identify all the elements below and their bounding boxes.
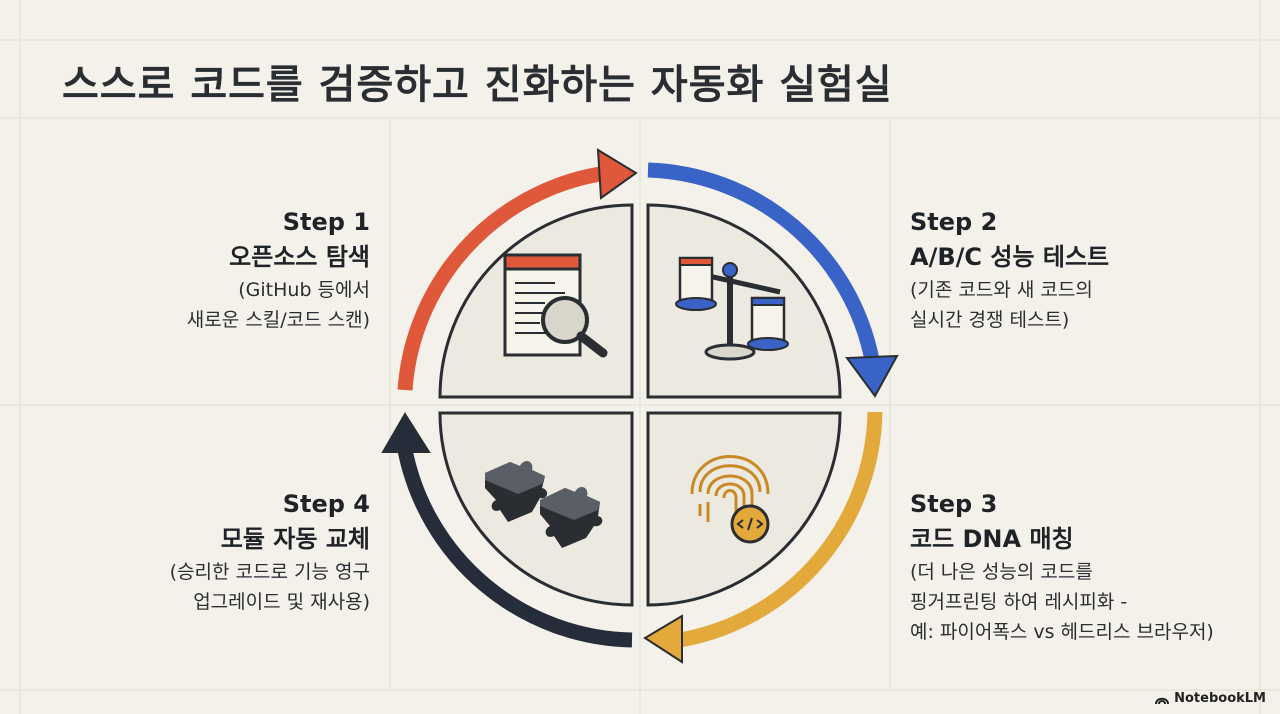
step-3-desc-line: 핑거프린팅 하여 레시피화 - bbox=[910, 591, 1128, 613]
step-2-block: Step 2 A/B/C 성능 테스트 (기존 코드와 새 코드의 실시간 경쟁… bbox=[910, 205, 1109, 335]
step-4-desc-line: (승리한 코드로 기능 영구 bbox=[169, 561, 370, 583]
quadrant-step4 bbox=[438, 411, 634, 607]
step-4-desc-line: 업그레이드 및 재사용) bbox=[193, 591, 370, 613]
step-1-desc-line: 새로운 스킬/코드 스캔) bbox=[186, 309, 370, 331]
branding-label: NotebookLM bbox=[1174, 691, 1266, 706]
arrow-step4 bbox=[397, 448, 633, 648]
step-2-desc-line: (기존 코드와 새 코드의 bbox=[910, 279, 1093, 301]
magnifier-document-icon bbox=[503, 253, 608, 358]
arrow-head-step1 bbox=[596, 148, 638, 200]
step-1-block: Step 1 오픈소스 탐색 (GitHub 등에서 새로운 스킬/코드 스캔) bbox=[187, 205, 370, 335]
quadrant-step2 bbox=[646, 203, 842, 399]
arrow-head-step2 bbox=[845, 354, 899, 398]
step-1-number: Step 1 bbox=[282, 208, 370, 236]
step-2-desc-line: 실시간 경쟁 테스트) bbox=[910, 309, 1070, 331]
arrow-head-step4 bbox=[381, 412, 431, 453]
step-1-name: 오픈소스 탐색 bbox=[229, 243, 370, 271]
fingerprint-code-icon bbox=[690, 455, 770, 544]
arrow-step3 bbox=[678, 411, 883, 648]
step-4-name: 모듈 자동 교체 bbox=[220, 525, 370, 553]
step-3-block: Step 3 코드 DNA 매칭 (더 나은 성능의 코드를 핑거프린팅 하여 … bbox=[910, 487, 1214, 647]
step-3-name: 코드 DNA 매칭 bbox=[910, 525, 1074, 553]
arrow-head-step3 bbox=[643, 614, 683, 664]
balance-scale-icon bbox=[675, 256, 789, 361]
arrow-step1 bbox=[397, 166, 602, 391]
step-2-name: A/B/C 성능 테스트 bbox=[910, 243, 1110, 271]
step-3-desc-line: 예: 파이어폭스 vs 헤드리스 브라우저) bbox=[910, 621, 1214, 643]
arrow-step2 bbox=[647, 162, 880, 362]
step-3-desc-line: (더 나은 성능의 코드를 bbox=[910, 561, 1093, 583]
step-4-number: Step 4 bbox=[282, 490, 370, 518]
puzzle-pieces-icon bbox=[485, 461, 603, 548]
notebooklm-logo-icon bbox=[1155, 697, 1170, 704]
step-2-number: Step 2 bbox=[910, 208, 998, 236]
step-4-block: Step 4 모듈 자동 교체 (승리한 코드로 기능 영구 업그레이드 및 재… bbox=[170, 487, 370, 617]
page-title: 스스로 코드를 검증하고 진화하는 자동화 실험실 bbox=[62, 62, 893, 108]
step-1-desc-line: (GitHub 등에서 bbox=[238, 279, 370, 301]
branding: NotebookLM bbox=[1155, 691, 1266, 706]
step-3-number: Step 3 bbox=[910, 490, 998, 518]
